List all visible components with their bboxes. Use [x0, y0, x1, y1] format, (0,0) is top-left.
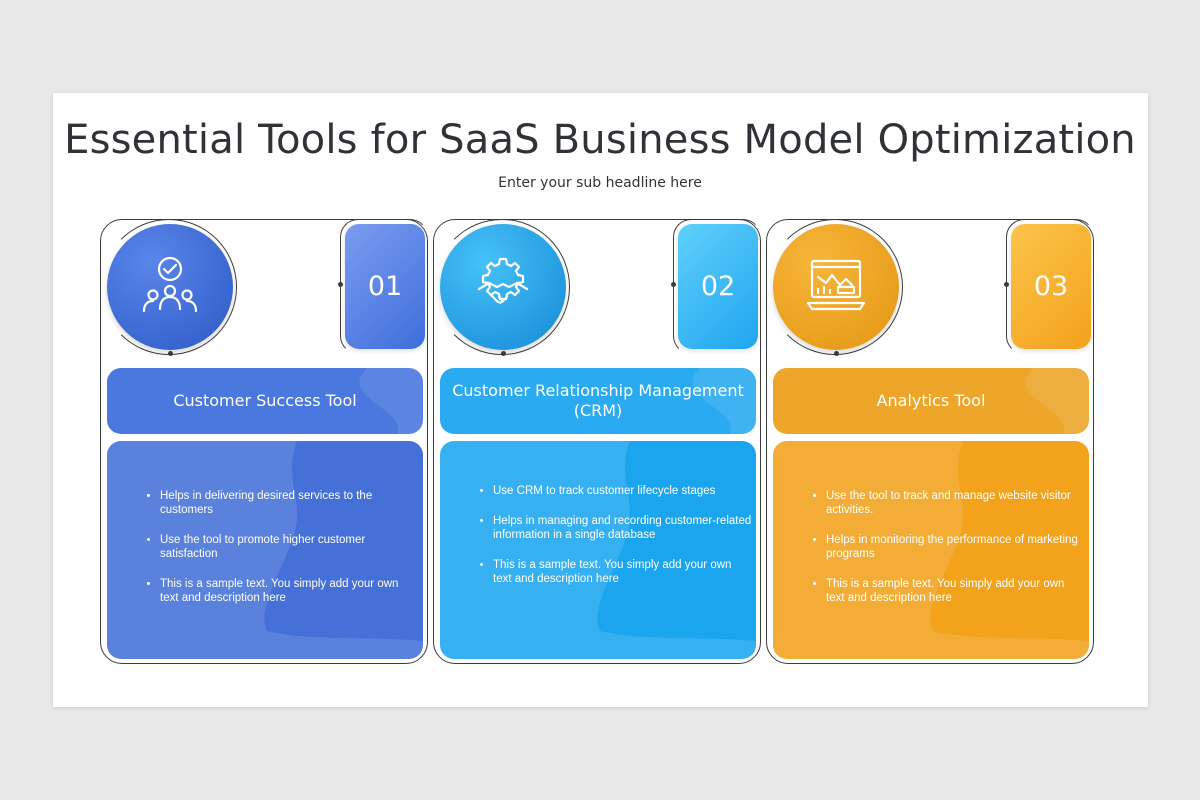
- icon-circle: [107, 224, 233, 350]
- handshake-gear-icon: [477, 257, 529, 304]
- column-heading-text: Customer Success Tool: [173, 391, 357, 410]
- column-frame: [766, 219, 1094, 664]
- icon-circle: [440, 224, 566, 350]
- connector-dot: [338, 282, 343, 287]
- bullet-list: Helps in delivering desired services to …: [140, 489, 420, 621]
- bullet-list: Use CRM to track customer lifecycle stag…: [473, 484, 753, 602]
- number-badge: 01: [345, 224, 425, 349]
- column-frame: [100, 219, 428, 664]
- list-item: Helps in monitoring the performance of m…: [826, 533, 1086, 561]
- column-heading-text: Customer Relationship Management (CRM): [452, 381, 744, 420]
- number-badge: 03: [1011, 224, 1091, 349]
- icon-circle: [773, 224, 899, 350]
- list-item: This is a sample text. You simply add yo…: [160, 577, 420, 605]
- column-heading: Analytics Tool: [773, 368, 1089, 434]
- column-heading: Customer Relationship Management (CRM): [440, 368, 756, 434]
- list-item: Helps in managing and recording customer…: [493, 514, 753, 542]
- connector-dot: [834, 351, 839, 356]
- column-body: Helps in delivering desired services to …: [107, 441, 423, 659]
- connector-dot: [1004, 282, 1009, 287]
- connector-dot: [501, 351, 506, 356]
- list-item: Use CRM to track customer lifecycle stag…: [493, 484, 753, 498]
- page-title: Essential Tools for SaaS Business Model …: [64, 117, 1136, 163]
- column-heading-text: Analytics Tool: [876, 391, 986, 410]
- number-badge: 02: [678, 224, 758, 349]
- list-item: This is a sample text. You simply add yo…: [826, 577, 1086, 605]
- page-subtitle: Enter your sub headline here: [498, 175, 702, 191]
- column-heading: Customer Success Tool: [107, 368, 423, 434]
- column-body: Use the tool to track and manage website…: [773, 441, 1089, 659]
- connector-dot: [168, 351, 173, 356]
- list-item: This is a sample text. You simply add yo…: [493, 558, 753, 586]
- people-heart-badge-icon: [142, 256, 198, 313]
- analytics-dashboard-icon: [806, 259, 866, 311]
- bullet-list: Use the tool to track and manage website…: [806, 489, 1086, 621]
- list-item: Helps in delivering desired services to …: [160, 489, 420, 517]
- list-item: Use the tool to promote higher customer …: [160, 533, 420, 561]
- list-item: Use the tool to track and manage website…: [826, 489, 1086, 517]
- connector-dot: [671, 282, 676, 287]
- column-frame: [433, 219, 761, 664]
- column-body: Use CRM to track customer lifecycle stag…: [440, 441, 756, 659]
